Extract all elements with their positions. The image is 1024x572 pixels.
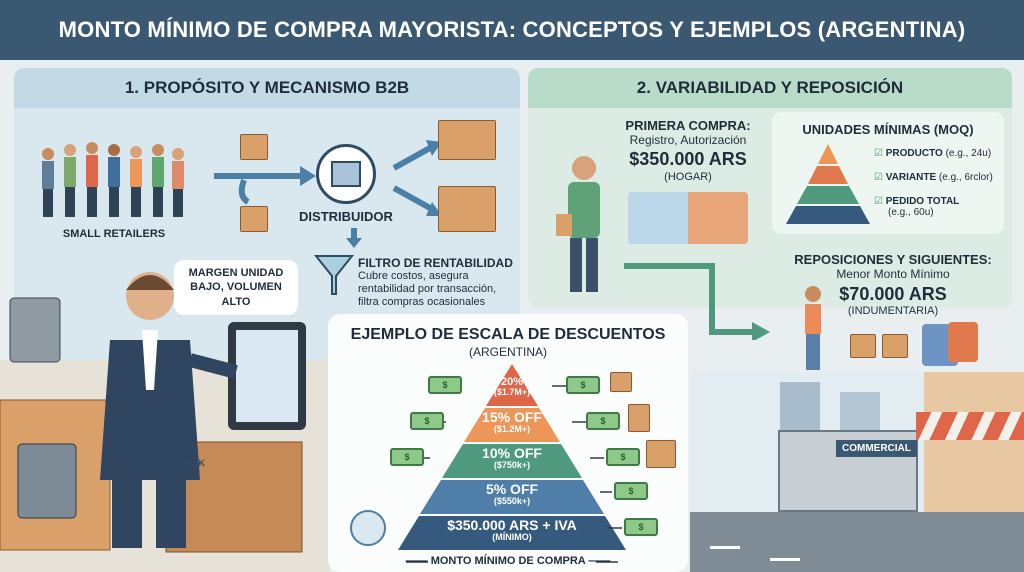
pallet-boxes-icon [438, 186, 496, 232]
tier-5: 5% OFF($550k+) [485, 481, 539, 507]
section-purpose-heading: 1. PROPÓSITO Y MECANISMO B2B [14, 68, 520, 108]
reorder-amount: $70.000 ARS [839, 284, 947, 304]
customer-man-illustration [556, 156, 600, 292]
reorder-category: (INDUMENTARIA) [847, 305, 939, 317]
discount-footer: —— MONTO MÍNIMO DE COMPRA —— [405, 555, 611, 567]
money-bill-icon: $ [566, 376, 600, 394]
first-purchase-amount: $350.000 ARS [629, 149, 747, 169]
flow-arrow [624, 263, 770, 340]
first-purchase-subtitle: Registro, Autorización [629, 133, 747, 147]
money-bill-icon: $ [614, 482, 648, 500]
reorder-title: REPOSICIONES Y SIGUIENTES: [794, 252, 992, 267]
page-title: MONTO MÍNIMO DE COMPRA MAYORISTA: CONCEP… [58, 17, 966, 42]
checkbox-icon: ☑ [874, 196, 883, 207]
street-scene: COMMERCIAL [690, 372, 1024, 572]
section-variability-heading: 2. VARIABILIDAD Y REPOSICIÓN [528, 68, 1012, 108]
store-sign: COMMERCIAL [836, 440, 917, 457]
shop-building [924, 372, 1024, 520]
filter-title: FILTRO DE RENTABILIDAD [358, 256, 513, 270]
package-icon [882, 334, 908, 358]
retailers-label: SMALL RETAILERS [62, 228, 166, 240]
people-icon [42, 142, 184, 217]
package-icon [610, 372, 632, 392]
bulk-bag-label: BULK [180, 458, 205, 468]
section-purpose-panel: 1. PROPÓSITO Y MECANISMO B2B SMALL RETAI… [14, 68, 520, 360]
moq-pyramid [786, 144, 870, 224]
speech-bubble: MARGEN UNIDAD BAJO, VOLUMEN ALTO [174, 260, 298, 315]
calculator-icon [9, 297, 61, 363]
tier-band-15 [464, 408, 560, 442]
packages-icon [646, 440, 676, 468]
package-icon [850, 334, 876, 358]
tier-minimum: $350.000 ARS + IVA(MÍNIMO) [447, 517, 577, 543]
tier-band-minimum [398, 516, 626, 550]
moq-item: ☑ PEDIDO TOTAL(e.g., 60u) [874, 196, 960, 218]
checkbox-icon: ☑ [874, 172, 883, 183]
discount-title: EJEMPLO DE ESCALA DE DESCUENTOS [350, 326, 666, 343]
customer-woman-illustration [805, 286, 821, 370]
tier-10: 10% OFF($750k+) [482, 445, 542, 471]
money-bill-icon: $ [624, 518, 658, 536]
shirt-icon [948, 322, 978, 362]
tier-band-5 [420, 480, 604, 514]
coin-box-icon [350, 510, 386, 546]
tier-20: 20%($1.7M+) [493, 376, 531, 398]
reorder-subtitle: Menor Monto Mínimo [836, 267, 950, 281]
businessman-illustration [0, 272, 306, 553]
moq-title: UNIDADES MÍNIMAS (MOQ) [802, 122, 974, 137]
moq-card: UNIDADES MÍNIMAS (MOQ) ☑ PRODUCTO (e.g.,… [772, 112, 1004, 234]
funnel-icon [314, 255, 354, 295]
distributor-building-icon [316, 144, 376, 204]
calculator-icon [17, 443, 77, 519]
retailers-illustration [36, 132, 186, 222]
tier-band-20 [486, 364, 538, 406]
discount-scale-card: EJEMPLO DE ESCALA DE DESCUENTOS (ARGENTI… [328, 314, 688, 572]
tier-15: 15% OFF($1.2M+) [482, 409, 542, 435]
moq-item: ☑ VARIANTE (e.g., 6rclor) [874, 172, 993, 183]
money-bill-icon: $ [606, 448, 640, 466]
money-bill-icon: $ [586, 412, 620, 430]
package-icon [240, 206, 268, 232]
moq-item: ☑ PRODUCTO (e.g., 24u) [874, 148, 992, 159]
first-purchase-category: (HOGAR) [664, 171, 712, 183]
money-bill-icon: $ [428, 376, 462, 394]
checkbox-icon: ☑ [874, 148, 883, 159]
filter-description: Cubre costos, asegura rentabilidad por t… [358, 270, 497, 309]
tier-band-10 [442, 444, 582, 478]
household-products-icon [628, 192, 748, 244]
discount-subtitle: (ARGENTINA) [469, 345, 547, 359]
first-purchase-title: PRIMERA COMPRA: [625, 118, 751, 133]
pallet-boxes-icon [438, 120, 496, 160]
distributor-label: DISTRIBUIDOR [299, 209, 393, 224]
money-bill-icon: $ [410, 412, 444, 430]
shop-awning [916, 412, 1024, 440]
package-icon [240, 134, 268, 160]
money-bill-icon: $ [390, 448, 424, 466]
title-bar: MONTO MÍNIMO DE COMPRA MAYORISTA: CONCEP… [0, 0, 1024, 60]
packages-icon [628, 404, 650, 432]
discount-pyramid [398, 364, 626, 563]
